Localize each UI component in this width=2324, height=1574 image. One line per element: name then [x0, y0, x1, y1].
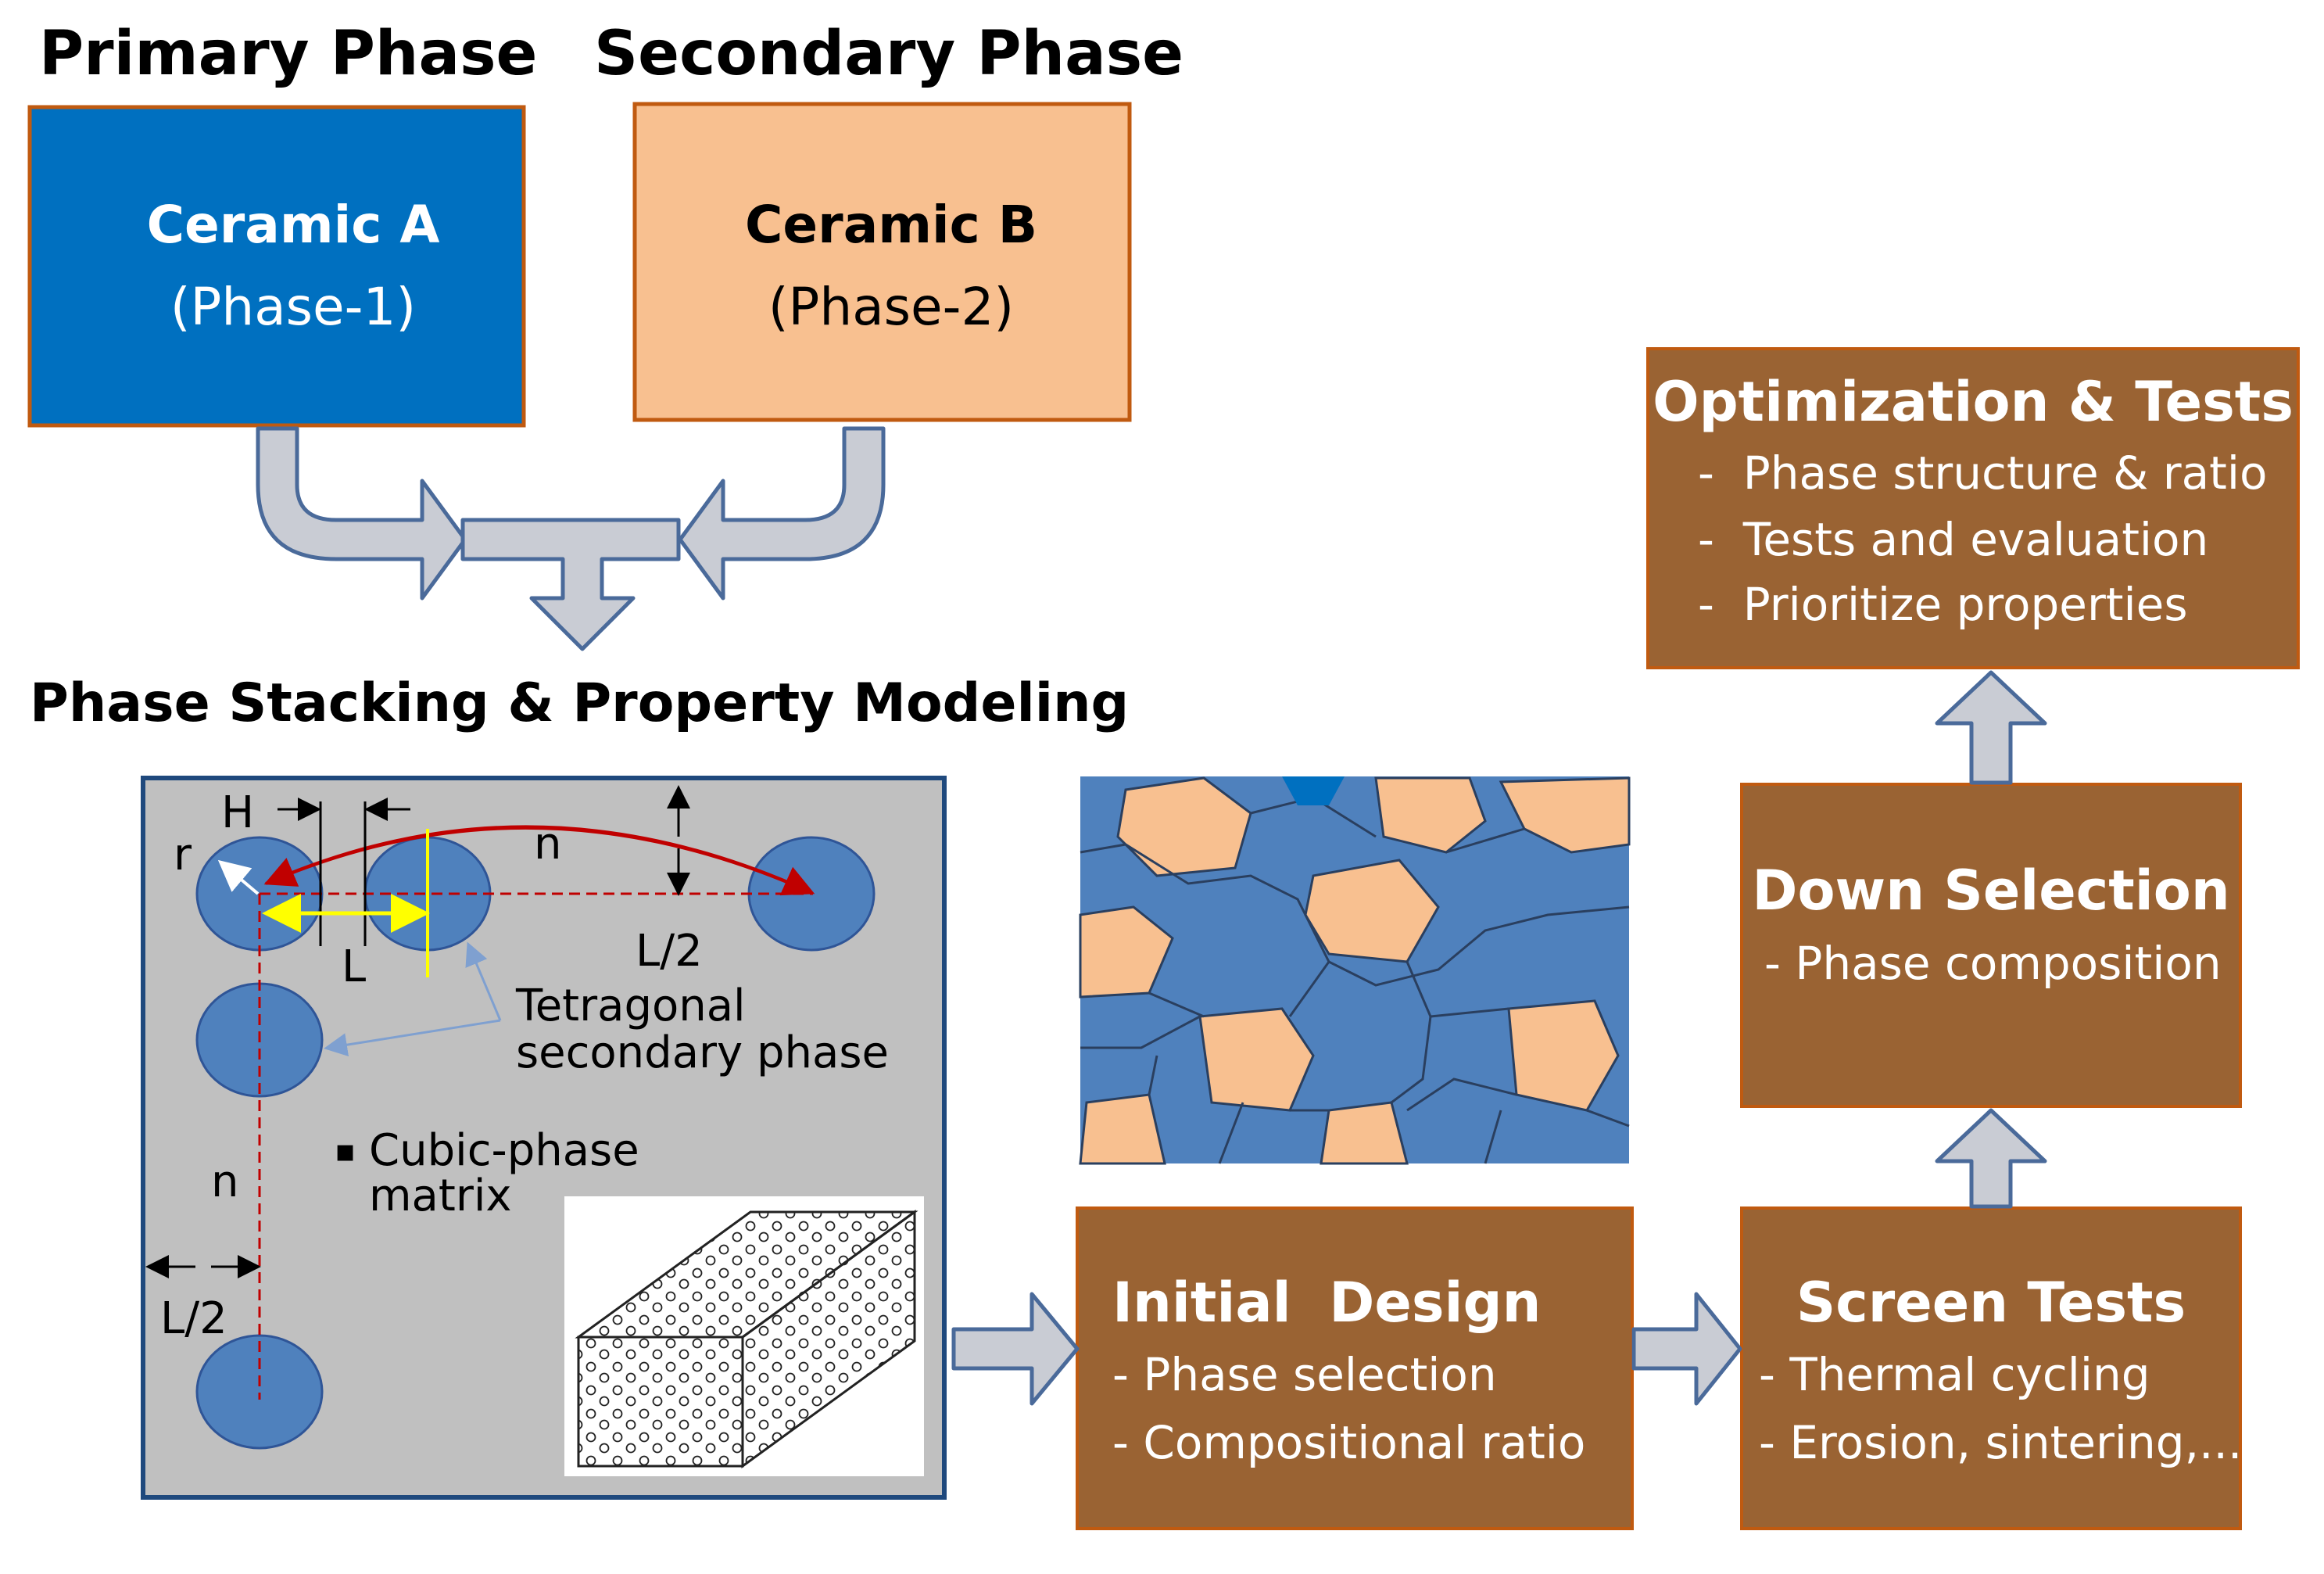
initial-design-item-2: - Compositional ratio [1112, 1416, 1585, 1469]
initial-design-title: Initial Design [1112, 1271, 1541, 1335]
modeling-title: Phase Stacking & Property Modeling [30, 672, 1129, 734]
ceramic-a-box: Ceramic A (Phase-1) [27, 105, 526, 428]
ceramic-b-box: Ceramic B (Phase-2) [632, 102, 1132, 422]
label-l2-right: L/2 [636, 926, 703, 977]
label-cubic-line1: Cubic-phase [369, 1125, 639, 1176]
initial-design-box: Initial Design - Phase selection - Compo… [1076, 1206, 1634, 1530]
merge-arrow [256, 426, 886, 651]
optimization-item-2: - Tests and evaluation [1698, 513, 2208, 566]
ceramic-a-name: Ceramic A [147, 195, 440, 255]
microstructure-image [1079, 776, 1631, 1165]
label-cubic-line2: matrix [369, 1171, 512, 1221]
ceramic-b-phase: (Phase-2) [768, 277, 1014, 337]
label-l: L [342, 941, 366, 992]
label-l2-left: L/2 [160, 1293, 227, 1344]
down-selection-item-1: - Phase composition [1764, 937, 2222, 990]
ceramic-b-name: Ceramic B [745, 195, 1037, 255]
arrow-down-to-optimization [1935, 670, 2047, 785]
optimization-item-1: - Phase structure & ratio [1698, 446, 2267, 500]
label-tetragonal-line1: Tetragonal [515, 981, 746, 1031]
screen-tests-item-1: - Thermal cycling [1759, 1348, 2150, 1401]
label-h: H [221, 787, 254, 838]
secondary-phase-title: Secondary Phase [594, 19, 1183, 89]
label-n-top: n [534, 819, 562, 869]
screen-tests-title: Screen Tests [1796, 1271, 2186, 1335]
label-tetragonal-line2: secondary phase [516, 1027, 889, 1078]
optimization-item-3: - Prioritize properties [1698, 578, 2188, 631]
optimization-title: Optimization & Tests [1653, 370, 2294, 434]
down-selection-title: Down Selection [1752, 859, 2229, 923]
optimization-box: Optimization & Tests - Phase structure &… [1646, 347, 2300, 669]
arrow-model-to-initial [951, 1292, 1080, 1406]
arrow-screen-to-down [1935, 1108, 2047, 1209]
initial-design-item-1: - Phase selection [1112, 1348, 1497, 1401]
phase-stacking-model: H r n L L/2 Tetragonal secondary phase ▪… [141, 776, 947, 1500]
down-selection-box: Down Selection - Phase composition [1740, 783, 2242, 1108]
screen-tests-box: Screen Tests - Thermal cycling - Erosion… [1740, 1206, 2242, 1530]
cube-inset [564, 1196, 924, 1476]
arrow-initial-to-screen [1631, 1292, 1742, 1406]
label-n-left: n [211, 1156, 239, 1207]
screen-tests-item-2: - Erosion, sintering,... [1759, 1416, 2242, 1469]
primary-phase-title: Primary Phase [39, 19, 537, 89]
inclusion-bottom-left [195, 1334, 324, 1450]
label-r: r [174, 830, 192, 880]
ceramic-a-phase: (Phase-1) [170, 277, 416, 337]
label-cubic-bullet: ▪ [335, 1133, 356, 1169]
